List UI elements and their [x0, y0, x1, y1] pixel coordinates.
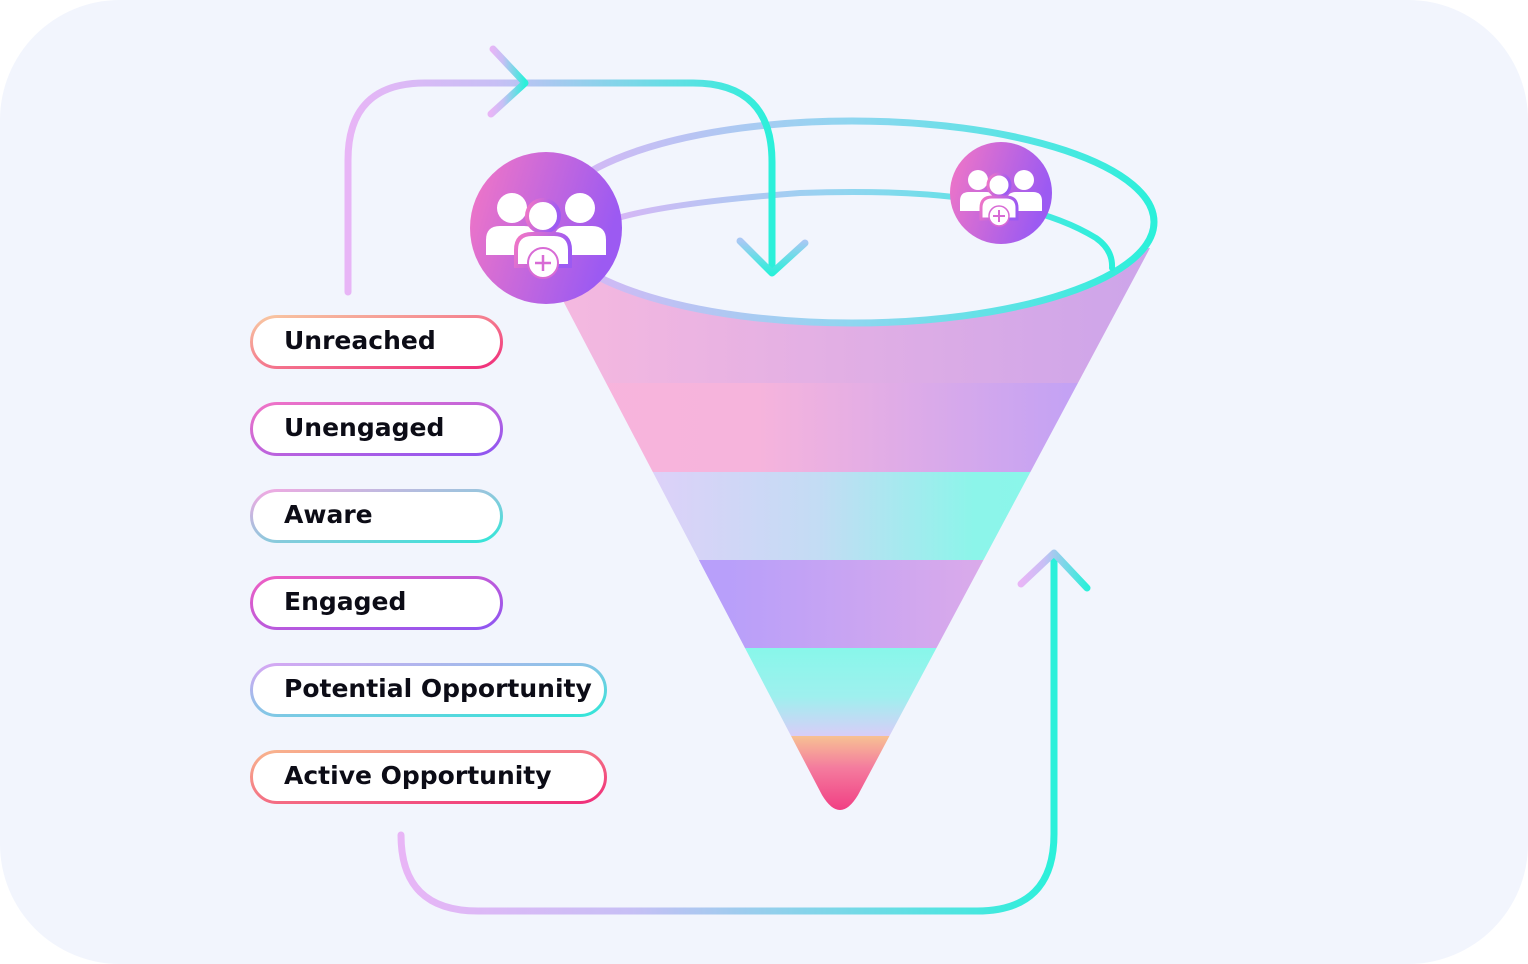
funnel-rim-inner	[593, 188, 1116, 271]
stage-label: Unreached	[284, 326, 436, 355]
stage-pill-active-opportunity: Active Opportunity	[250, 750, 607, 804]
stage-label: Potential Opportunity	[284, 674, 592, 703]
stage-pill-engaged: Engaged	[250, 576, 503, 630]
stage-pill-border	[250, 402, 503, 456]
funnel-band-engaged	[548, 560, 1150, 648]
funnel-band-unengaged	[548, 383, 1150, 472]
stage-pill-border	[250, 750, 607, 804]
stage-label: Active Opportunity	[284, 761, 552, 790]
bottom-loop-arrow	[397, 553, 1058, 915]
stage-label: Aware	[284, 500, 373, 529]
funnel-band-aware	[548, 472, 1150, 560]
funnel-band-potential-opportunity	[548, 648, 1150, 736]
stage-label: Engaged	[284, 587, 406, 616]
stage-pill-unengaged: Unengaged	[250, 402, 503, 456]
users-add-icon-small	[950, 142, 1052, 244]
top-arrowhead-right	[487, 45, 529, 118]
stage-pill-border	[250, 663, 607, 717]
top-arrowhead-down	[736, 237, 809, 277]
stage-pill-border	[250, 315, 503, 369]
bottom-arrowhead-up	[1017, 549, 1091, 592]
funnel	[548, 248, 1150, 810]
funnel-band-active-opportunity	[548, 736, 1150, 810]
users-add-icon	[470, 152, 622, 304]
stage-label: Unengaged	[284, 413, 444, 442]
top-loop-arrow	[344, 79, 776, 296]
stage-pill-unreached: Unreached	[250, 315, 503, 369]
stage-pill-border	[250, 576, 503, 630]
stage-pill-potential-opportunity: Potential Opportunity	[250, 663, 607, 717]
stage-pill-border	[250, 489, 503, 543]
stage-pill-aware: Aware	[250, 489, 503, 543]
